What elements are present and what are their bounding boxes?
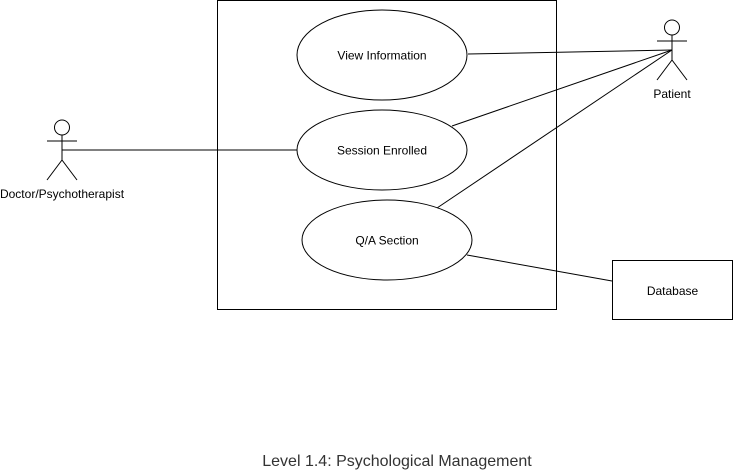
- use-case-session-enrolled-label: Session Enrolled: [337, 144, 427, 158]
- use-case-view-information: View Information: [296, 9, 468, 101]
- actor-patient-label: Patient: [653, 87, 691, 101]
- association-patient-view-information: [467, 49, 673, 55]
- use-case-qa-section-label: Q/A Section: [355, 234, 418, 248]
- association-patient-qa-section: [436, 49, 673, 209]
- database-label: Database: [647, 284, 699, 298]
- association-patient-session-enrolled: [451, 49, 673, 127]
- actor-doctor: Doctor/Psychotherapist: [0, 119, 125, 201]
- stick-figure-icon: [46, 119, 78, 181]
- database-box: Database: [612, 260, 733, 320]
- diagram-caption: Level 1.4: Psychological Management: [262, 453, 532, 470]
- stick-figure-icon: [656, 19, 688, 81]
- actor-doctor-label: Doctor/Psychotherapist: [0, 187, 125, 201]
- association-qa-section-database: [466, 254, 613, 282]
- use-case-view-information-label: View Information: [337, 49, 426, 63]
- actor-patient: Patient: [653, 19, 691, 101]
- use-case-session-enrolled: Session Enrolled: [296, 109, 468, 191]
- use-case-qa-section: Q/A Section: [301, 199, 473, 281]
